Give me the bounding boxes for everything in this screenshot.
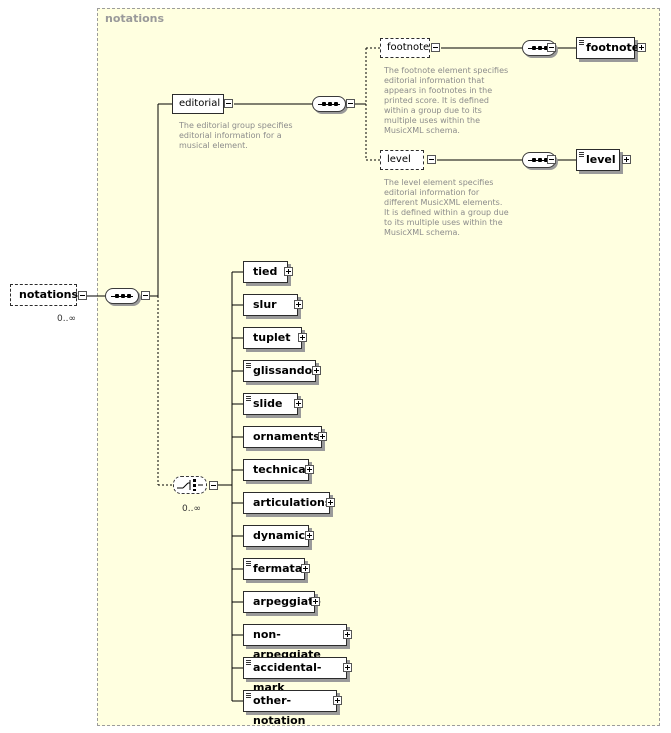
footnote-element-label: footnote [586,41,640,54]
child-element-slur[interactable]: slur [243,294,298,316]
level-element-label: level [586,153,616,166]
editorial-label: editorial [179,98,221,109]
connector-children [232,271,243,702]
expand-glissando-toggle[interactable] [312,366,321,375]
text-content-icon [246,396,251,402]
root-cardinality: 0..∞ [57,314,76,324]
child-element-label: fermata [253,562,303,575]
expand-slur-toggle[interactable] [294,300,303,309]
expand-tuplet-toggle[interactable] [298,333,307,342]
expand-dynamics-toggle[interactable] [305,531,314,540]
editorial-sequence-compositor[interactable] [312,96,346,112]
child-element-label: ornaments [253,430,320,443]
child-element-label: glissando [253,364,313,377]
child-element-label: dynamics [253,529,312,542]
root-label: notations [19,288,79,301]
collapse-choice-toggle[interactable] [209,481,218,490]
collapse-level-toggle[interactable] [427,155,436,164]
group-title: notations [105,12,165,25]
text-content-icon [246,363,251,369]
collapse-level-sequence-toggle[interactable] [547,155,556,164]
footnote-group[interactable]: footnote [380,38,430,58]
child-element-tied[interactable]: tied [243,261,288,283]
child-element-label: tuplet [253,331,291,344]
collapse-editorial-toggle[interactable] [224,99,233,108]
child-element-arpeggiate[interactable]: arpeggiate [243,591,321,613]
child-element-technical[interactable]: technical [243,459,309,481]
child-element-fermata[interactable]: fermata [243,558,305,580]
child-element-dynamics[interactable]: dynamics [243,525,312,547]
expand-technical-toggle[interactable] [305,465,314,474]
editorial-description: The editorial group specifies editorial … [179,121,293,150]
child-element-slide[interactable]: slide [243,393,298,415]
child-element-label: arpeggiate [253,595,321,608]
child-element-articulations[interactable]: articulations [243,492,332,514]
expand-articulations-toggle[interactable] [326,498,335,507]
expand-slide-toggle[interactable] [294,399,303,408]
footnote-label: footnote [387,42,430,53]
expand-ornaments-toggle[interactable] [318,432,327,441]
text-content-icon [579,152,584,158]
editorial-group[interactable]: editorial [172,94,224,114]
expand-non-arpeggiate-toggle[interactable] [343,630,352,639]
footnote-element[interactable]: footnote [576,37,639,59]
text-content-icon [579,40,584,46]
child-element-tuplet[interactable]: tuplet [243,327,302,349]
child-element-label: slide [253,397,283,410]
expand-arpeggiate-toggle[interactable] [311,597,320,606]
child-element-label: slur [253,298,277,311]
child-element-accidental-mark[interactable]: accidental-mark [243,657,347,694]
collapse-footnote-sequence-toggle[interactable] [547,43,556,52]
expand-footnote-element-toggle[interactable] [637,43,646,52]
child-element-non-arpeggiate[interactable]: non-arpeggiate [243,624,347,661]
footnote-description: The footnote element specifies editorial… [384,66,509,135]
choice-cardinality: 0..∞ [182,504,201,514]
child-element-other-notation[interactable]: other-notation [243,690,337,727]
choice-compositor[interactable] [173,476,207,494]
expand-fermata-toggle[interactable] [301,564,310,573]
child-element-glissando[interactable]: glissando [243,360,316,382]
text-content-icon [246,561,251,567]
root-element-notations[interactable]: notations [10,284,79,306]
root-sequence-compositor[interactable] [105,288,139,304]
collapse-footnote-toggle[interactable] [431,43,440,52]
expand-other-notation-toggle[interactable] [333,696,342,705]
expand-tied-toggle[interactable] [284,267,293,276]
child-element-label: tied [253,265,278,278]
text-content-icon [246,660,251,666]
child-element-label: technical [253,463,310,476]
collapse-editorial-sequence-toggle[interactable] [346,99,355,108]
text-content-icon [246,693,251,699]
notations-group-box [97,8,660,726]
expand-accidental-mark-toggle[interactable] [343,663,352,672]
level-group[interactable]: level [380,150,424,170]
child-element-label: articulations [253,496,332,509]
collapse-root-sequence-toggle[interactable] [141,291,150,300]
level-label: level [387,154,411,165]
level-element[interactable]: level [576,149,620,171]
child-element-ornaments[interactable]: ornaments [243,426,322,448]
choice-icon [177,479,203,491]
collapse-root-toggle[interactable] [78,291,87,300]
level-description: The level element specifies editorial in… [384,178,509,237]
child-element-label: other-notation [253,694,306,727]
expand-level-element-toggle[interactable] [622,155,631,164]
